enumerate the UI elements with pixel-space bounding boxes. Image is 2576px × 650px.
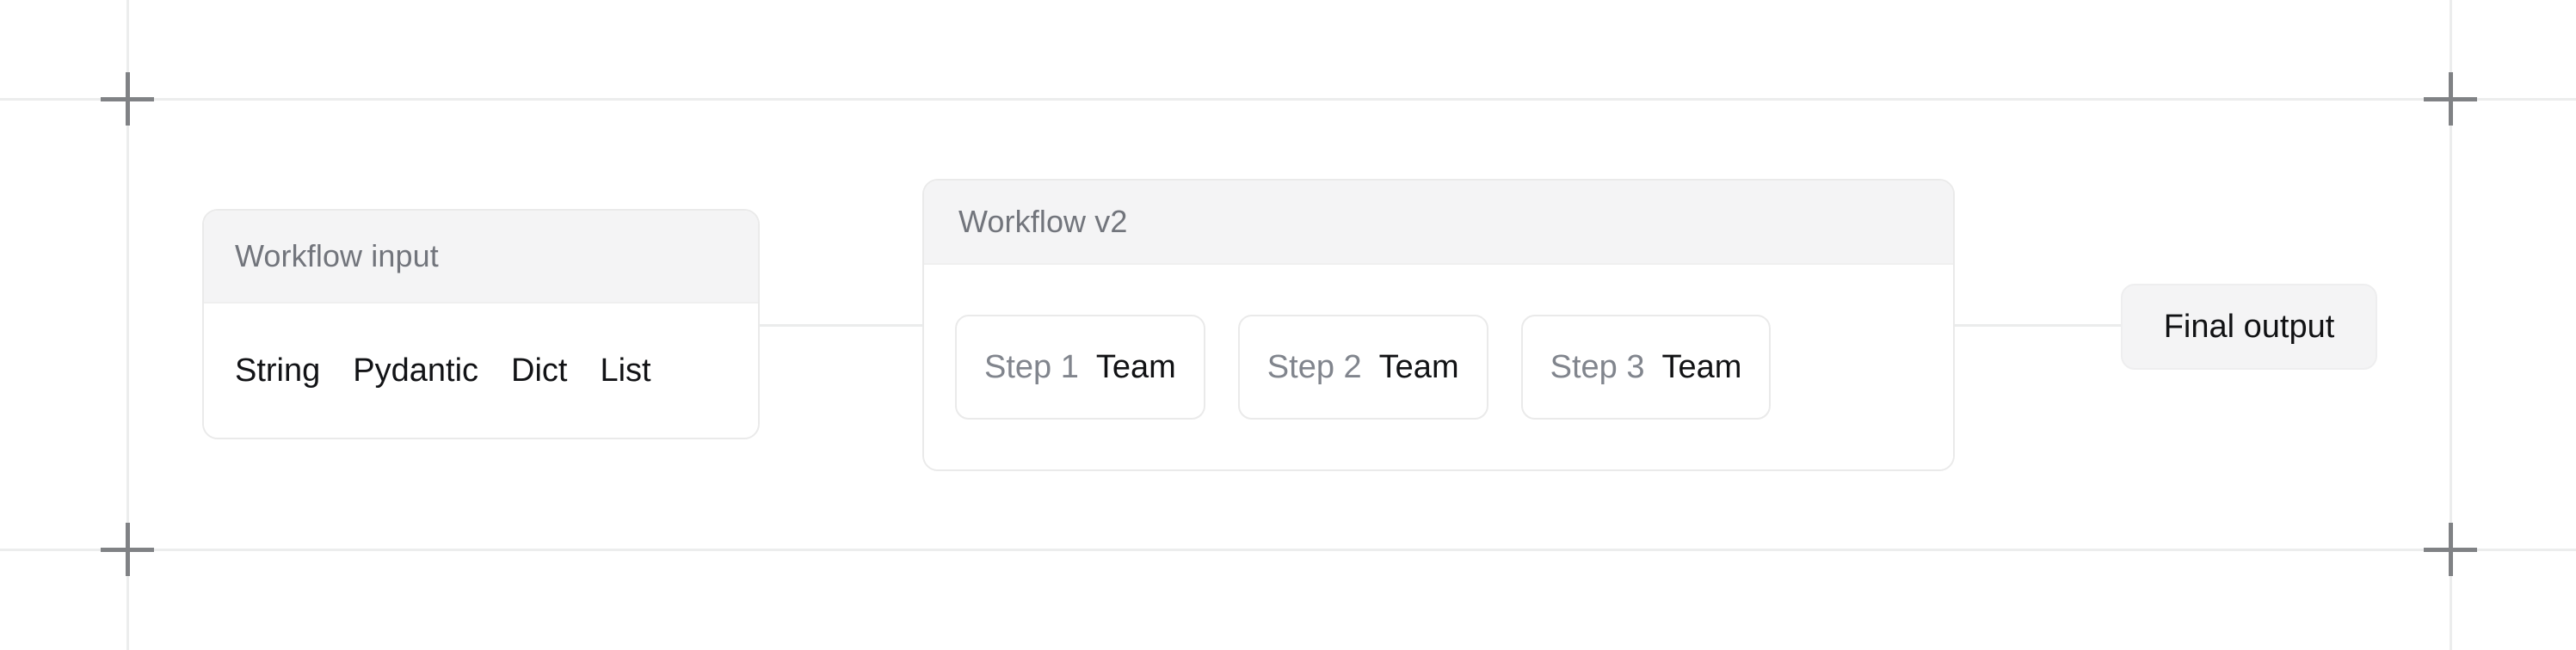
workflow-input-header: Workflow input: [204, 211, 758, 304]
workflow-input-type-chip[interactable]: List: [600, 352, 651, 389]
workflow-step-index: Step 3: [1550, 348, 1645, 385]
workflow-input-type-chip[interactable]: Pydantic: [353, 352, 479, 389]
workflow-input-node[interactable]: Workflow input String Pydantic Dict List: [202, 209, 760, 439]
grid-line-vertical: [126, 0, 129, 650]
workflow-input-type-chip[interactable]: Dict: [511, 352, 568, 389]
workflow-step-index: Step 2: [1266, 348, 1362, 385]
workflow-header: Workflow v2: [924, 181, 1953, 265]
workflow-step-label: Team: [1661, 348, 1742, 385]
workflow-step-card[interactable]: Step 3 Team: [1520, 315, 1772, 420]
workflow-title: Workflow v2: [958, 204, 1128, 239]
grid-line-vertical: [2450, 0, 2452, 650]
workflow-step-card[interactable]: Step 1 Team: [955, 315, 1205, 420]
workflow-node[interactable]: Workflow v2 Step 1 Team Step 2 Team Step 3 Te…: [922, 179, 1955, 471]
workflow-input-type-list: String Pydantic Dict List: [204, 304, 758, 438]
workflow-step-card[interactable]: Step 2 Team: [1237, 315, 1488, 420]
workflow-input-type-chip[interactable]: String: [235, 352, 321, 389]
workflow-step-list: Step 1 Team Step 2 Team Step 3 Team: [924, 265, 1953, 469]
workflow-step-label: Team: [1378, 348, 1459, 385]
workflow-step-label: Team: [1095, 348, 1176, 385]
grid-line-horizontal: [0, 549, 2576, 551]
final-output-label: Final output: [2163, 308, 2335, 345]
workflow-input-title: Workflow input: [235, 238, 439, 273]
workflow-step-index: Step 1: [984, 348, 1079, 385]
edge-workflow-to-final-output: [1953, 324, 2123, 327]
grid-line-horizontal: [0, 98, 2576, 101]
final-output-node[interactable]: Final output: [2121, 284, 2377, 370]
edge-input-to-workflow: [757, 324, 924, 327]
